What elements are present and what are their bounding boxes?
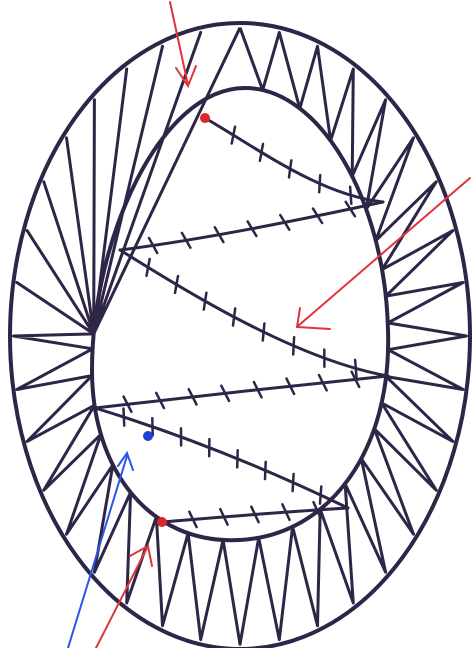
stitch-mark [289, 160, 291, 177]
red-arrow-icon [96, 546, 152, 648]
red-dot-icon [200, 113, 210, 123]
stitch-mark [204, 293, 207, 310]
blue-dot-icon [143, 431, 153, 441]
thread-band-3 [120, 250, 388, 376]
stitch-mark [293, 474, 294, 491]
stitch-mark [293, 337, 294, 354]
stitch-mark [237, 450, 238, 467]
frame-spikes [14, 28, 467, 645]
stitch-mark [263, 324, 265, 341]
red-dot-icon [157, 517, 167, 527]
stitch-mark [175, 276, 178, 293]
red-arrow-icon [170, 2, 196, 86]
stitch-mark [319, 175, 320, 192]
frame-zigzag [14, 28, 467, 645]
stitch-mark [320, 487, 321, 504]
stitch-mark [232, 127, 235, 144]
stitch-mark [350, 187, 351, 204]
thread-band-4 [95, 376, 388, 408]
stitch-mark [147, 259, 150, 276]
stitch-mark [124, 409, 125, 426]
stitch-mark [233, 309, 235, 326]
stitch-mark [355, 360, 356, 377]
stitch-mark [260, 144, 263, 161]
stitch-mark [265, 462, 266, 479]
